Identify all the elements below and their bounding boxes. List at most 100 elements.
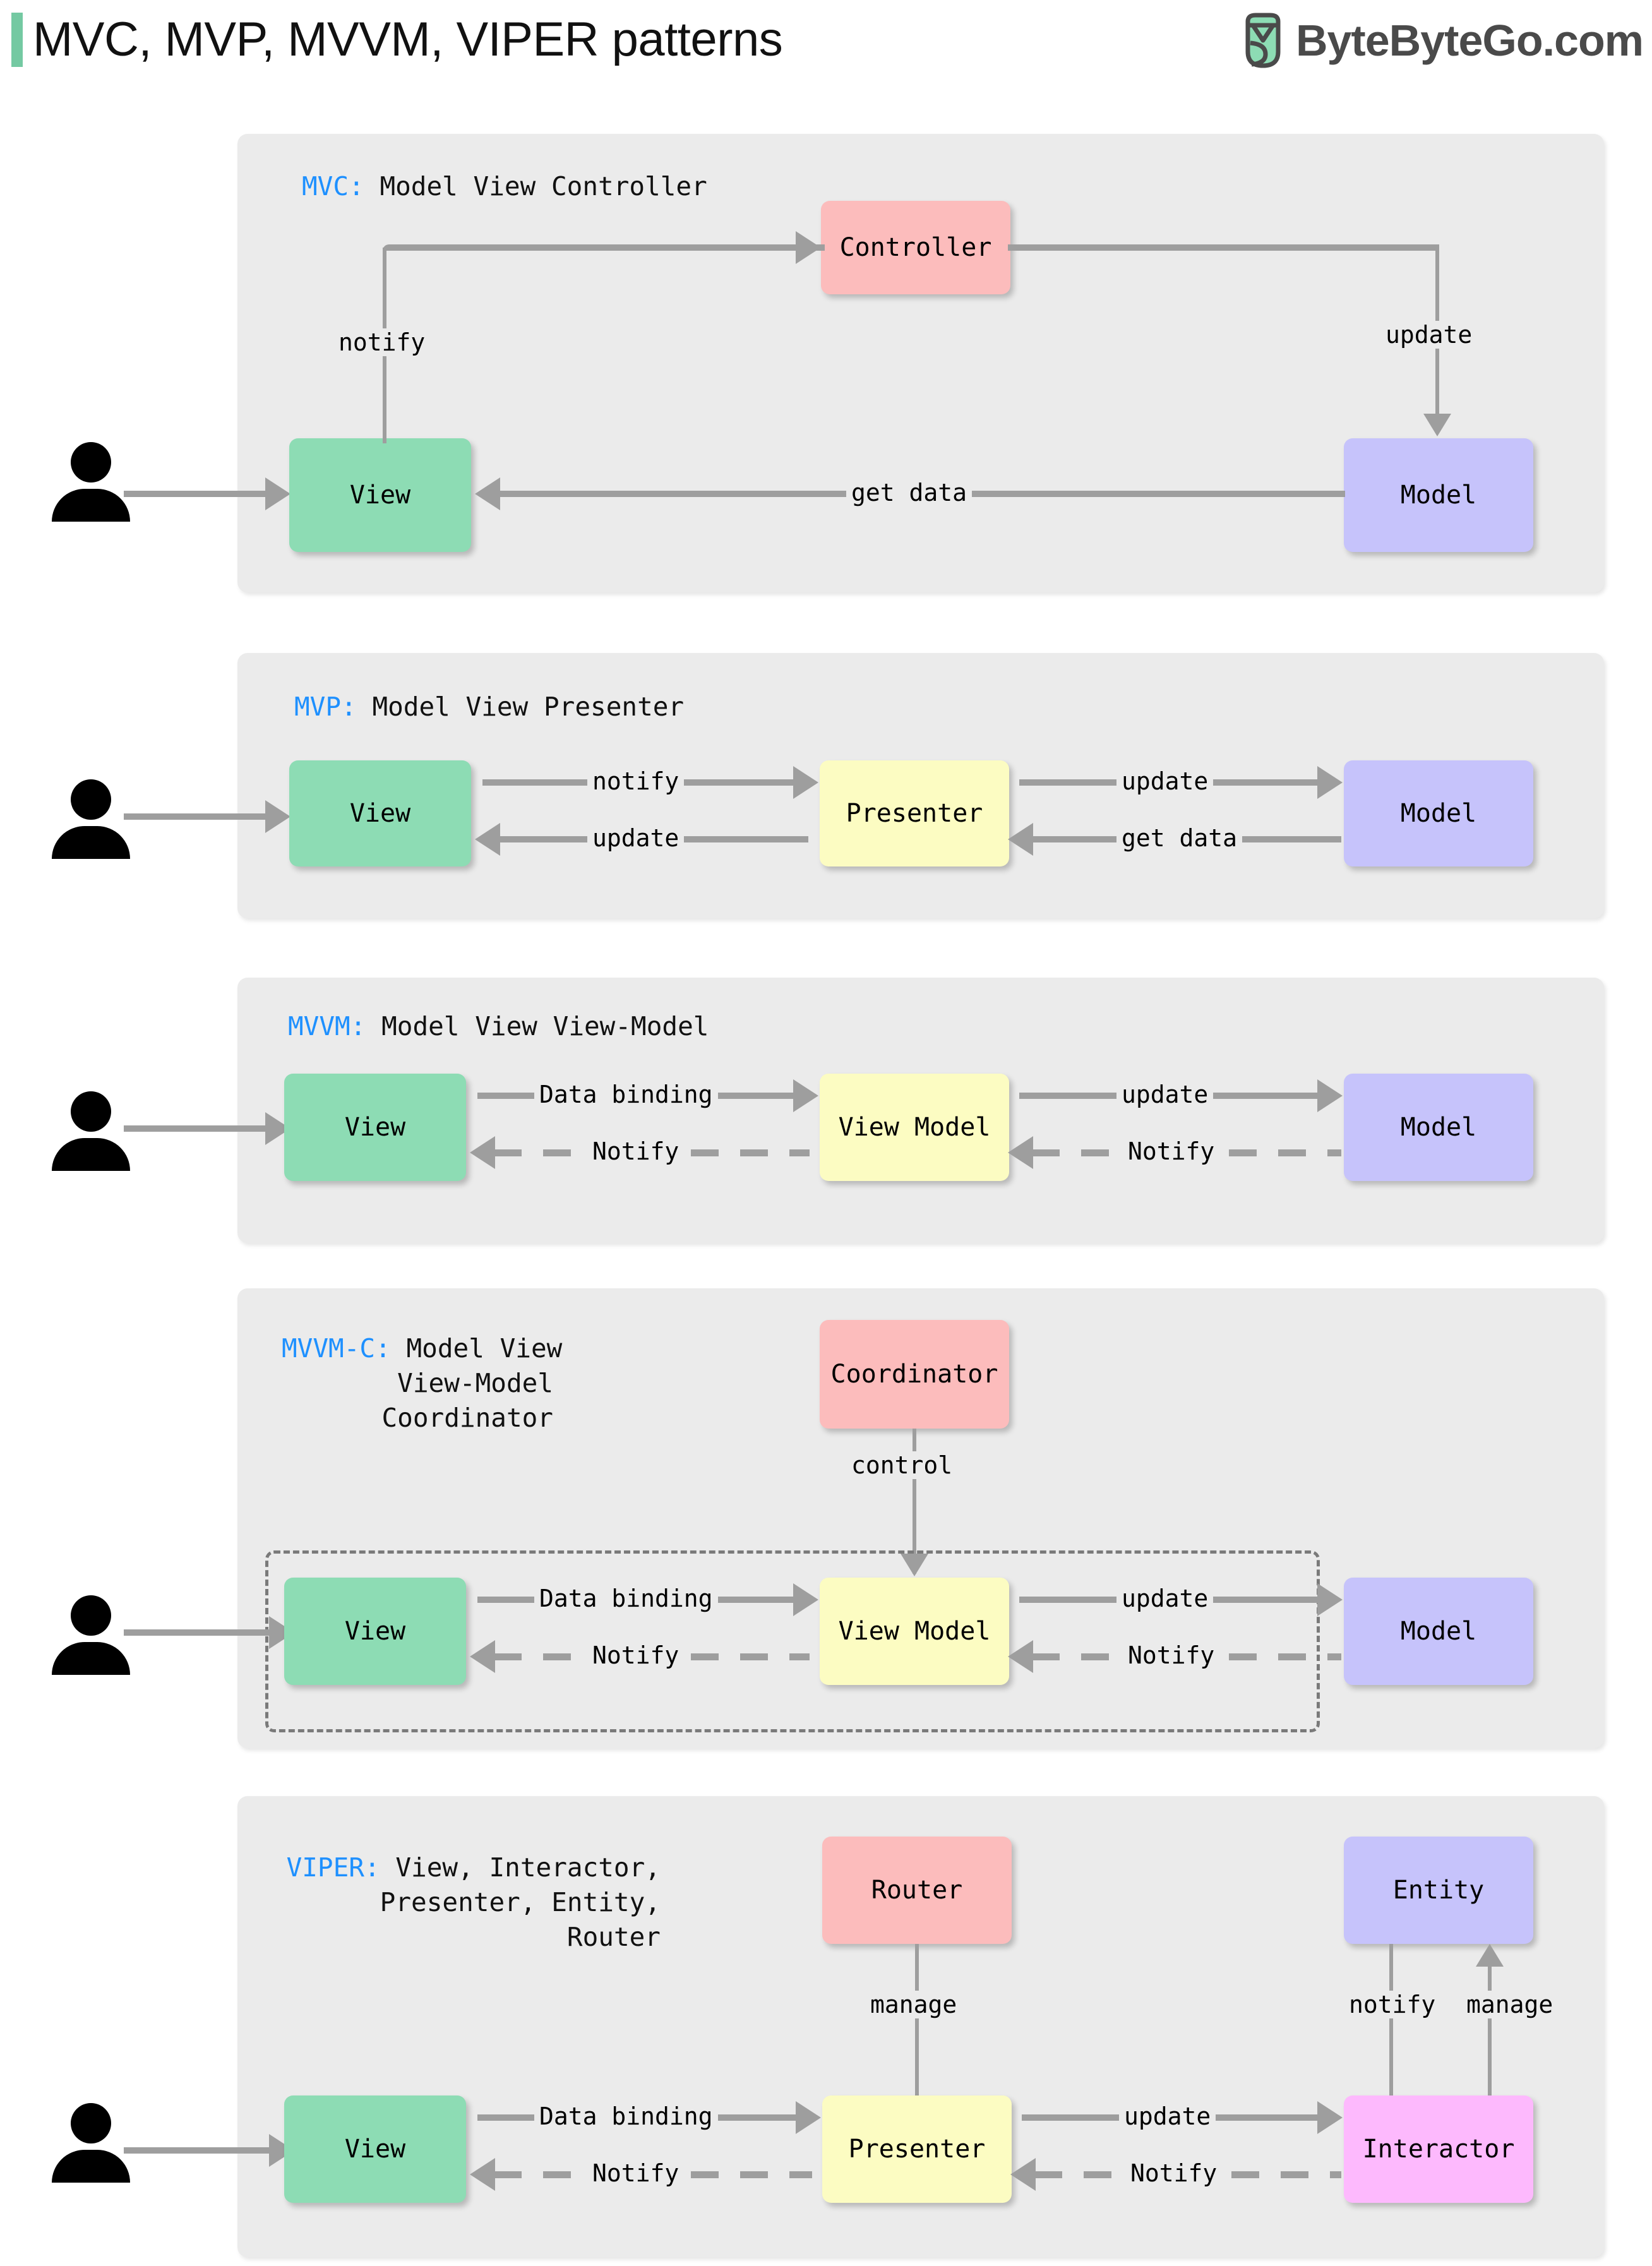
edge-label-update-mvc: update (1380, 321, 1478, 349)
arrowhead-notify-right-viper (1010, 2158, 1036, 2191)
edge-label-notify-mvp: notify (587, 767, 685, 795)
actor-body-icon (52, 2150, 130, 2183)
arrowhead-notify-mvc (796, 231, 821, 264)
edge-label-databinding-mvvmc: Data binding (534, 1585, 718, 1612)
edge-notify-horizontal-mvc (383, 244, 825, 251)
section-title-text-mvvmc-2: View-Model (397, 1368, 553, 1398)
actor-body-icon (52, 1138, 130, 1171)
edge-manage-entity-viper (1488, 1964, 1492, 2130)
edge-control-mvvmc (913, 1429, 916, 1574)
edge-label-databinding-viper: Data binding (534, 2102, 718, 2130)
node-model-mvc[interactable]: Model (1344, 438, 1533, 552)
edge-user-to-view-mvp (124, 813, 269, 820)
arrowhead-getdata-mvp (1008, 823, 1033, 856)
node-presenter-mvp[interactable]: Presenter (820, 760, 1009, 866)
node-view-viper[interactable]: View (284, 2095, 466, 2203)
section-tag-mvvmc: MVVM-C: (282, 1333, 391, 1364)
section-title-mvvm: MVVM: Model View View-Model (288, 1009, 709, 1044)
node-controller-mvc[interactable]: Controller (821, 201, 1010, 294)
node-label: Interactor (1362, 2135, 1515, 2164)
arrowhead-user-to-view-mvp (265, 800, 290, 833)
node-interactor-viper[interactable]: Interactor (1344, 2095, 1533, 2203)
section-title-text-mvc: Model View Controller (380, 171, 707, 201)
node-label: View (349, 481, 411, 510)
actor-user-viper (52, 2103, 130, 2183)
node-view-mvvmc[interactable]: View (284, 1578, 466, 1685)
node-label: View Model (838, 1617, 991, 1646)
actor-head-icon (71, 1091, 111, 1132)
edge-label-notify-mvc: notify (333, 328, 431, 356)
edge-label-update-viper: update (1119, 2102, 1216, 2130)
node-label: Model (1400, 1113, 1477, 1142)
edge-user-to-view-mvvm (124, 1125, 269, 1132)
bytebytego-logo-icon (1240, 13, 1286, 68)
node-view-model-mvvmc[interactable]: View Model (820, 1578, 1009, 1685)
actor-body-icon (52, 826, 130, 859)
node-label: Controller (839, 233, 992, 262)
node-router-viper[interactable]: Router (822, 1837, 1012, 1944)
edge-label-notify-entity-viper: notify (1344, 1991, 1441, 2018)
node-view-mvp[interactable]: View (289, 760, 471, 866)
edge-label-manage-router-viper: manage (865, 1991, 962, 2018)
section-title-text-mvvmc-3: Coordinator (381, 1403, 553, 1433)
arrowhead-control-mvvmc (901, 1554, 928, 1576)
edge-label-notify-left-viper: Notify (587, 2159, 685, 2187)
arrowhead-notify-mvp (793, 766, 818, 799)
node-view-mvvm[interactable]: View (284, 1074, 466, 1181)
node-label: Model (1400, 1617, 1477, 1646)
node-model-mvvm[interactable]: Model (1344, 1074, 1533, 1181)
section-title-text-mvvm: Model View View-Model (381, 1011, 709, 1041)
section-title-text-viper-1: View, Interactor, (395, 1852, 661, 1883)
edge-label-update-right-mvp: update (1116, 767, 1214, 795)
arrowhead-notify-right-mvvmc (1008, 1640, 1033, 1673)
section-title-text-viper-2: Presenter, Entity, (380, 1887, 661, 1917)
node-label: View (344, 2135, 406, 2164)
actor-user-mvvmc (52, 1595, 130, 1675)
edge-notify-entity-viper (1389, 1944, 1393, 2127)
node-label: Presenter (848, 2135, 986, 2164)
node-model-mvp[interactable]: Model (1344, 760, 1533, 866)
section-tag-mvp: MVP: (294, 692, 357, 722)
edge-label-getdata-mvp: get data (1116, 824, 1243, 852)
section-title-text-mvvmc-1: Model View (406, 1333, 563, 1364)
arrowhead-manage-entity-viper (1476, 1944, 1504, 1967)
node-entity-viper[interactable]: Entity (1344, 1837, 1533, 1944)
edge-label-notify-left-mvvmc: Notify (587, 1641, 685, 1669)
node-model-mvvmc[interactable]: Model (1344, 1578, 1533, 1685)
edge-label-update-mvvmc: update (1116, 1585, 1214, 1612)
mvvm-group-box (265, 1550, 1320, 1732)
section-tag-mvc: MVC: (302, 171, 364, 201)
arrowhead-notify-left-mvvmc (470, 1640, 495, 1673)
section-title-text-mvp: Model View Presenter (372, 692, 685, 722)
arrowhead-databinding-mvvmc (793, 1583, 818, 1616)
edge-manage-router-viper (915, 1944, 919, 2127)
edge-update-horizontal-mvc (1008, 244, 1436, 251)
section-title-viper: VIPER: View, Interactor,Presenter, Entit… (278, 1850, 661, 1955)
actor-user-mvvm (52, 1091, 130, 1171)
arrowhead-notify-right-mvvm (1008, 1136, 1033, 1169)
actor-user-mvc (52, 442, 130, 522)
node-label: Model (1400, 799, 1477, 828)
node-label: View (344, 1617, 406, 1646)
node-label: Router (871, 1876, 963, 1905)
node-label: View (349, 799, 411, 828)
edge-label-databinding-mvvm: Data binding (534, 1081, 718, 1108)
node-view-mvc[interactable]: View (289, 438, 471, 552)
node-label: View Model (838, 1113, 991, 1142)
arrowhead-update-mvc (1423, 414, 1451, 436)
actor-body-icon (52, 489, 130, 522)
arrowhead-update-left-mvp (475, 823, 500, 856)
actor-head-icon (71, 2103, 111, 2143)
edge-label-update-mvvm: update (1116, 1081, 1214, 1108)
node-presenter-viper[interactable]: Presenter (822, 2095, 1012, 2203)
edge-label-notify-right-viper: Notify (1125, 2159, 1223, 2187)
actor-head-icon (71, 779, 111, 820)
edge-user-to-view-mvc (124, 491, 269, 497)
node-view-model-mvvm[interactable]: View Model (820, 1074, 1009, 1181)
edge-user-to-view-viper (124, 2147, 273, 2154)
arrowhead-user-to-view-mvc (265, 477, 290, 510)
section-title-text-viper-3: Router (566, 1922, 661, 1952)
section-title-mvc: MVC: Model View Controller (302, 169, 707, 204)
node-coordinator-mvvmc[interactable]: Coordinator (820, 1320, 1009, 1429)
